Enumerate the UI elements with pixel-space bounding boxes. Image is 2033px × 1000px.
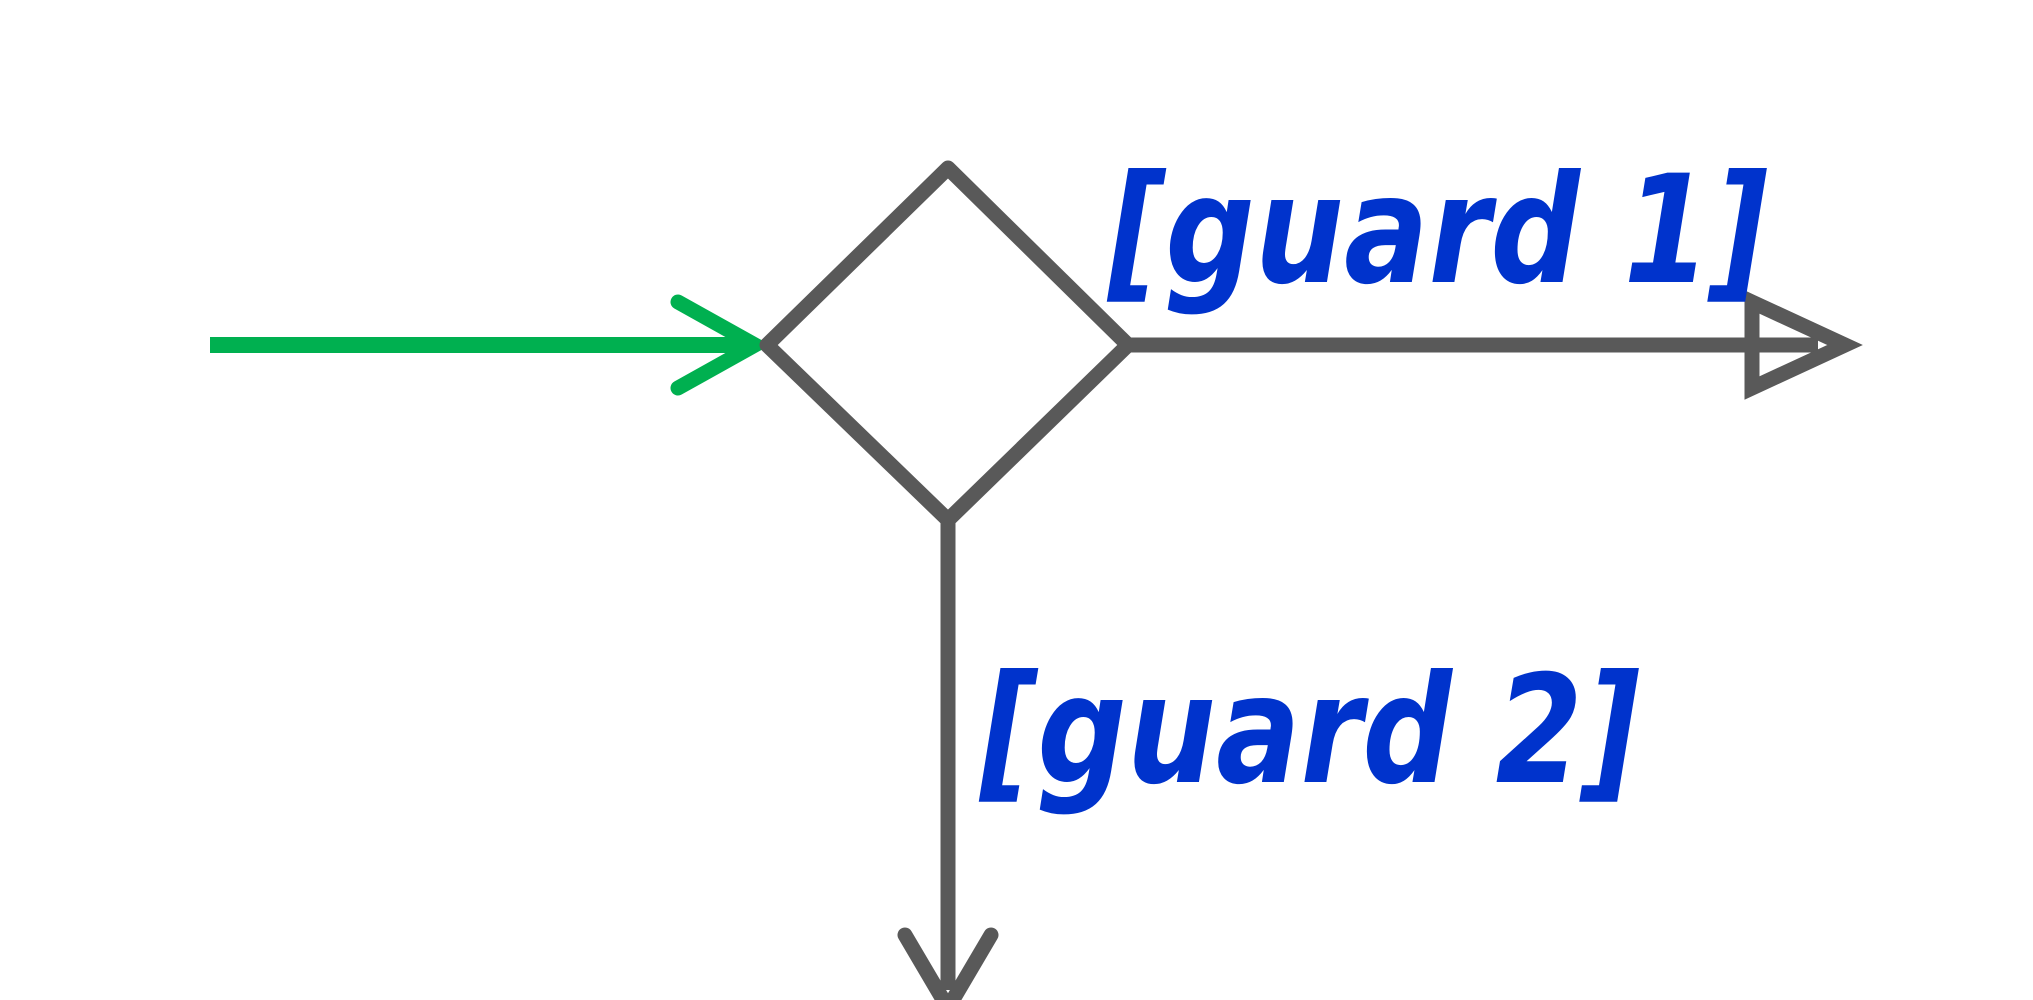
guard-1-label: [guard 1] — [1106, 144, 1768, 318]
outgoing-arrowhead-1 — [1744, 290, 1863, 400]
outgoing-flow-guard-2 — [897, 520, 999, 1000]
incoming-flow — [210, 294, 771, 396]
guard-2-label: [guard 2] — [978, 644, 1640, 818]
decision-node — [759, 160, 1136, 528]
incoming-arrowhead — [670, 294, 771, 396]
outgoing-arrowhead-2 — [897, 927, 999, 1000]
outgoing-flow-guard-1 — [1128, 290, 1863, 400]
